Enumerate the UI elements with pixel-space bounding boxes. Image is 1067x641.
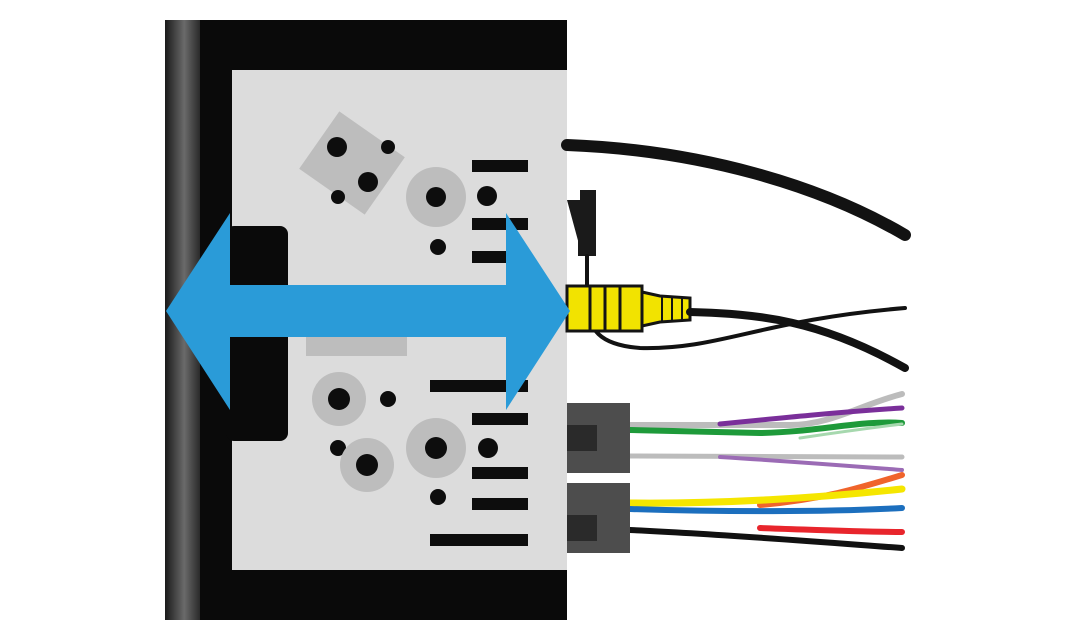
vent-slot xyxy=(430,380,528,392)
double-headed-horizontal-arrow-icon xyxy=(166,213,570,410)
vent-slot xyxy=(472,160,528,172)
wire-gray xyxy=(627,391,905,428)
wire-red xyxy=(757,525,905,535)
vent-slot xyxy=(430,534,528,546)
hole xyxy=(430,489,446,505)
rca-strain-relief xyxy=(640,290,692,328)
vent-slot xyxy=(472,498,528,510)
mic-jack-body xyxy=(578,222,596,256)
rca-cable xyxy=(686,308,909,372)
hole xyxy=(477,186,497,206)
antenna-cable xyxy=(561,139,911,241)
vent-slot xyxy=(472,413,528,425)
hole xyxy=(381,140,395,154)
middle-tab xyxy=(306,333,407,356)
hole xyxy=(425,437,447,459)
iso-connector-socket xyxy=(567,515,597,541)
wire-black xyxy=(627,527,905,551)
wire-blue xyxy=(627,505,905,515)
vent-slot xyxy=(472,218,528,230)
wire-yellow xyxy=(626,485,906,507)
wire-purple-white xyxy=(718,455,904,472)
hole xyxy=(358,172,378,192)
hole xyxy=(478,438,498,458)
upper-bracket xyxy=(299,111,405,215)
hole xyxy=(430,239,446,255)
hole xyxy=(426,187,446,207)
wire-gray-white xyxy=(627,453,905,460)
hole xyxy=(356,454,378,476)
hole xyxy=(331,190,345,204)
hole xyxy=(328,388,350,410)
hole xyxy=(330,440,346,456)
wire-purple xyxy=(717,405,905,427)
wire-green xyxy=(627,419,905,437)
wire-green-white xyxy=(798,422,904,440)
iso-connector-socket xyxy=(567,425,597,451)
hole xyxy=(327,137,347,157)
hole xyxy=(380,391,396,407)
vent-slot xyxy=(472,251,507,263)
vent-slot xyxy=(472,467,528,479)
